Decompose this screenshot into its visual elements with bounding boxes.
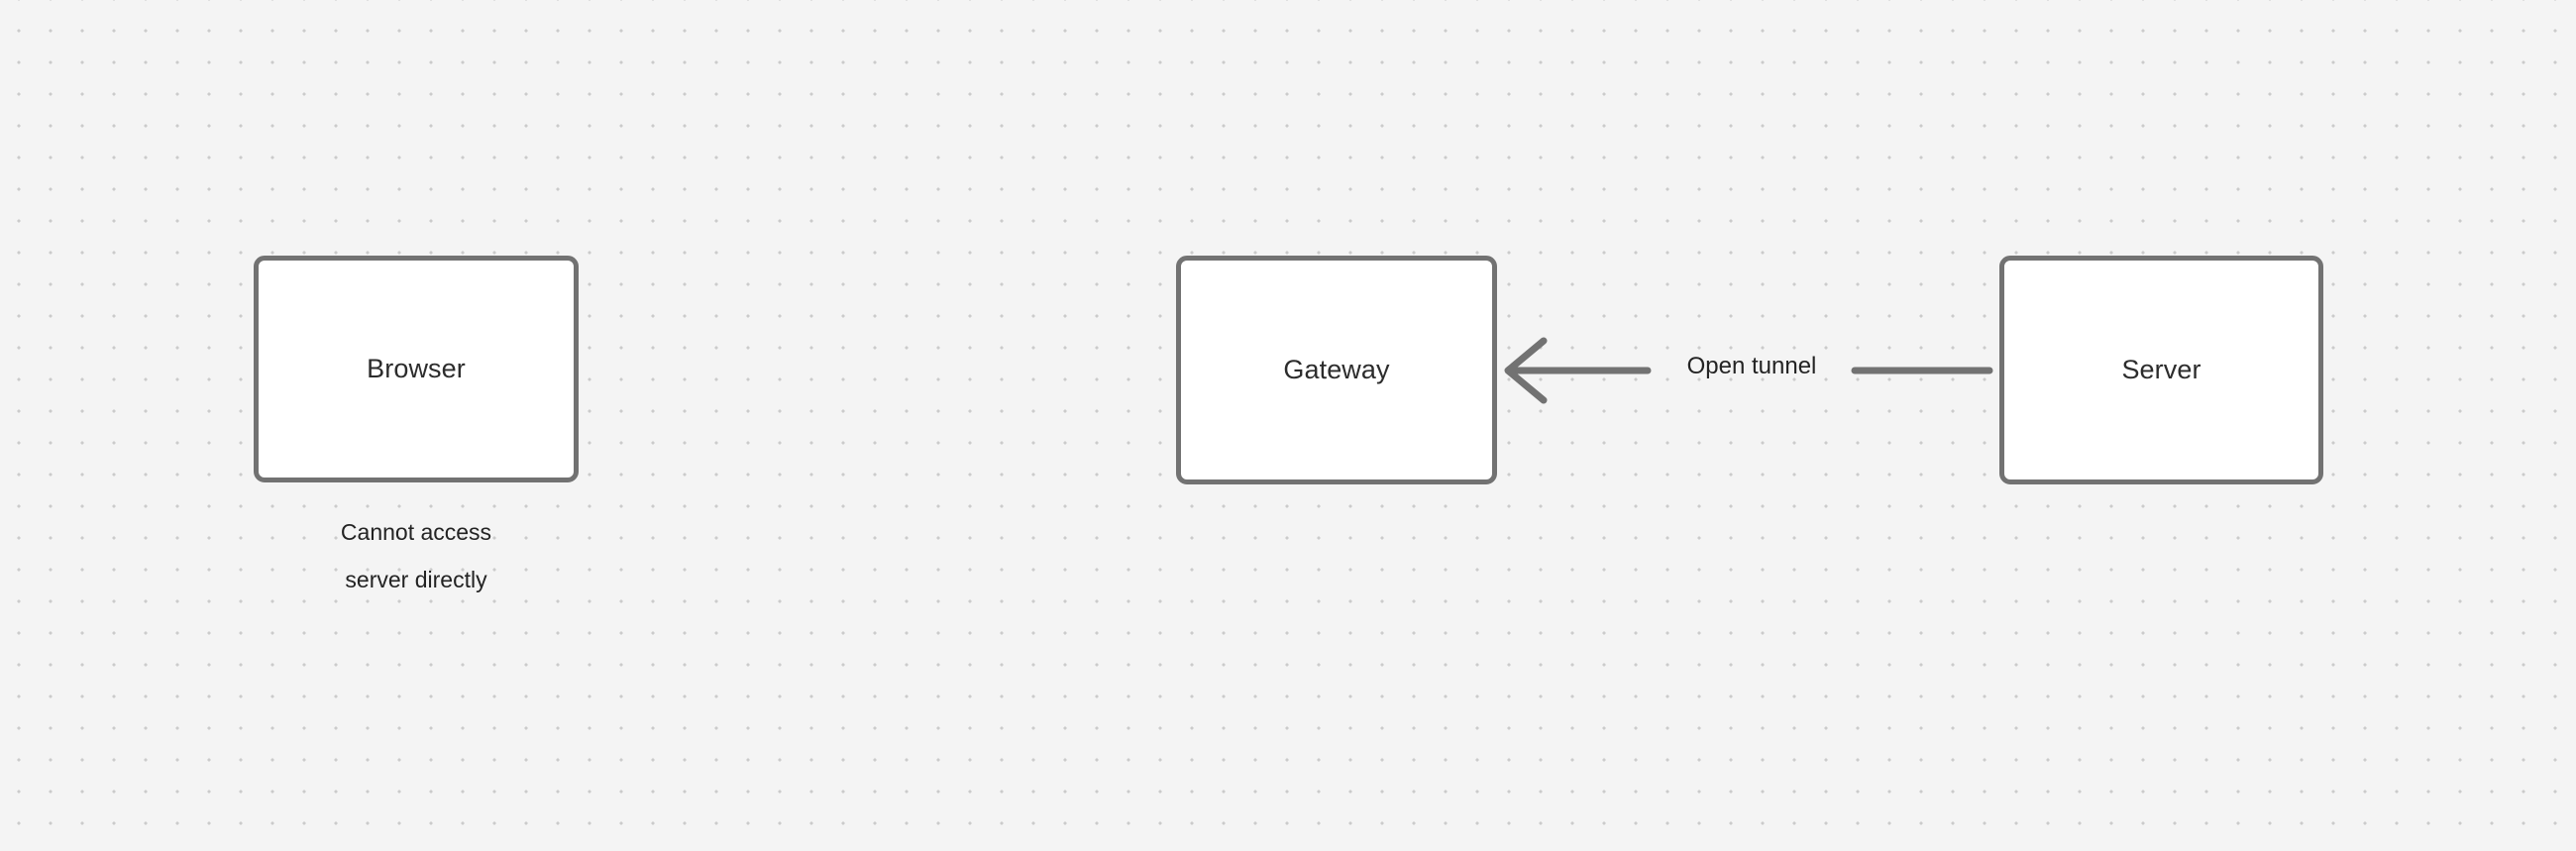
- node-server[interactable]: Server: [1999, 256, 2323, 484]
- edge-open-tunnel-label: Open tunnel: [1686, 353, 1817, 379]
- node-gateway[interactable]: Gateway: [1176, 256, 1497, 484]
- node-browser[interactable]: Browser: [254, 256, 579, 482]
- node-gateway-label: Gateway: [1283, 355, 1390, 384]
- node-server-label: Server: [2121, 355, 2201, 384]
- arrowhead-left-icon: [1504, 337, 1548, 404]
- browser-caption: Cannot access server directly: [254, 508, 579, 603]
- browser-caption-line-2: server directly: [345, 567, 487, 592]
- browser-caption-line-1: Cannot access: [340, 519, 492, 545]
- node-browser-label: Browser: [367, 354, 466, 383]
